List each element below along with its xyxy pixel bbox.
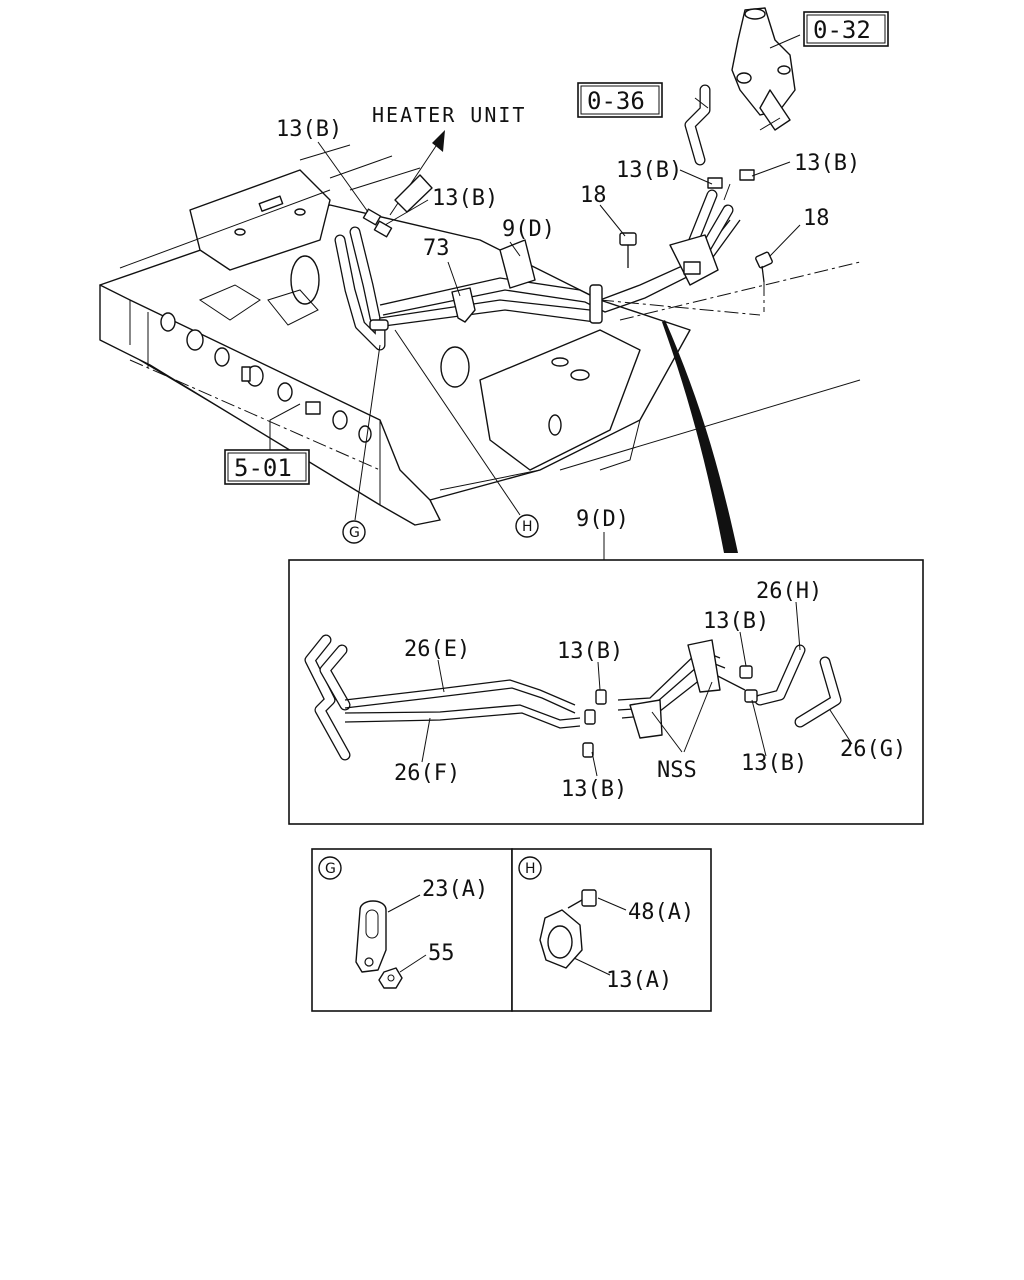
detail-g-marker: G <box>325 861 336 877</box>
ref-0-32-text: 0-32 <box>813 16 871 44</box>
hose-26f-label: 26(F) <box>394 761 460 786</box>
detail-g-box: G <box>311 848 513 1012</box>
bolt-18-right <box>755 251 773 312</box>
ref-box-0-36[interactable]: 0-36 <box>577 82 663 118</box>
ref-box-5-01[interactable]: 5-01 <box>224 449 310 485</box>
water-pump-housing <box>731 7 796 131</box>
ref-0-36-text: 0-36 <box>587 87 645 115</box>
marker-h: H <box>515 514 539 538</box>
bolt-18-label-left: 18 <box>580 183 607 208</box>
hose-26g-label: 26(G) <box>840 737 906 762</box>
marker-g-text: G <box>349 525 360 541</box>
marker-g: G <box>342 520 366 544</box>
nss-label: NSS <box>657 758 697 783</box>
ref-5-01-text: 5-01 <box>234 454 292 482</box>
clamp-13b-label-top-left: 13(B) <box>276 117 342 142</box>
clamp-13b-label-pump-left: 13(B) <box>616 158 682 183</box>
marker-h-text: H <box>522 519 533 535</box>
clamp-13a-label: 13(A) <box>606 968 672 993</box>
ref-box-0-32[interactable]: 0-32 <box>803 11 889 47</box>
detail-clamp-13b-label-4: 13(B) <box>741 751 807 776</box>
hose-26h-label: 26(H) <box>756 579 822 604</box>
detail-h-marker: H <box>525 861 536 877</box>
detail-9d-box <box>288 559 924 825</box>
detail-9d-title: 9(D) <box>576 507 629 532</box>
bolt-18-left <box>619 232 637 268</box>
detail-clamp-13b-label-3: 13(B) <box>703 609 769 634</box>
heater-unit-arrow <box>389 130 445 216</box>
hose-26e-label: 26(E) <box>404 637 470 662</box>
hose-clamps <box>362 169 755 238</box>
detail-h-box: H <box>511 848 712 1012</box>
bracket-23a-label: 23(A) <box>422 877 488 902</box>
clamp-13b-label-pump-right: 13(B) <box>794 151 860 176</box>
clip-73 <box>451 287 476 323</box>
pipe-9d-label: 9(D) <box>502 217 555 242</box>
frame-cross-member <box>99 144 861 526</box>
clamp-13b-label-heater: 13(B) <box>432 186 498 211</box>
bolt-48a-label: 48(A) <box>628 900 694 925</box>
frame-holes <box>160 312 372 443</box>
heater-pipes <box>334 189 741 351</box>
detail-pointer <box>662 320 738 553</box>
detail-clamp-13b-label-1: 13(B) <box>557 639 623 664</box>
leaders-main <box>269 34 801 521</box>
nut-55-label: 55 <box>428 941 455 966</box>
bypass-hose <box>684 84 711 166</box>
bolt-18-label-right: 18 <box>803 206 830 231</box>
heater-unit-label: HEATER UNIT <box>372 103 526 127</box>
clip-73-label: 73 <box>423 236 450 261</box>
detail-clamp-13b-label-2: 13(B) <box>561 777 627 802</box>
